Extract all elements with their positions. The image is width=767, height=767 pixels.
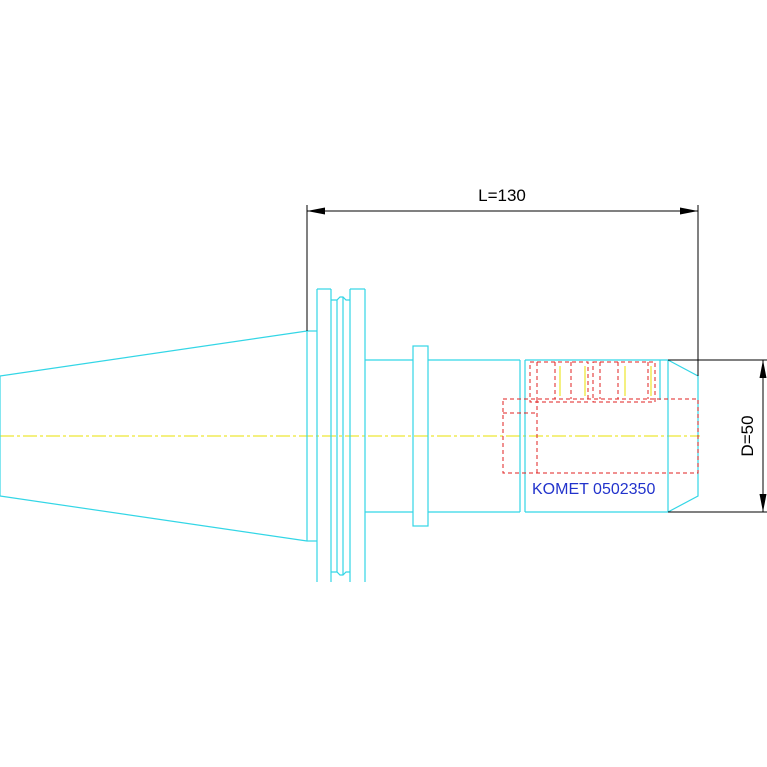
flange-v-groove	[307, 288, 366, 582]
part-number-label: KOMET 0502350	[532, 481, 655, 498]
thread-marks	[559, 366, 652, 396]
length-label: L=130	[478, 186, 526, 205]
diameter-dimension	[668, 359, 767, 513]
diameter-label: D=50	[738, 415, 757, 456]
shank-body	[365, 345, 526, 527]
hidden-bore-features	[502, 361, 699, 474]
length-dimension	[306, 205, 699, 376]
taper-shank	[0, 330, 308, 542]
